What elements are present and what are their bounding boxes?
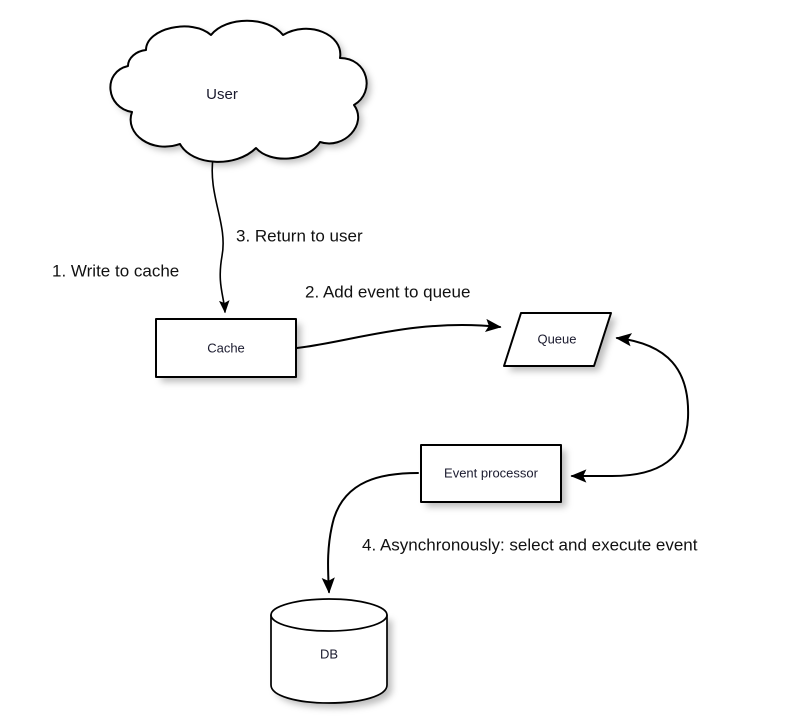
- event-processor-shape: [420, 444, 562, 503]
- edge-event-processor-to-db: [321, 472, 419, 594]
- edge-user-to-cache: [211, 157, 230, 314]
- node-cache-label: Cache: [207, 340, 245, 355]
- node-user[interactable]: User: [109, 19, 368, 163]
- queue-shape: [503, 312, 612, 367]
- db-cylinder-top: [270, 598, 388, 632]
- node-user-label: User: [206, 86, 238, 103]
- node-cache[interactable]: Cache: [155, 318, 297, 378]
- node-queue[interactable]: Queue: [503, 312, 612, 367]
- edge-queue-event-processor-loop: [570, 333, 690, 483]
- node-event-processor-label: Event processor: [444, 465, 539, 480]
- node-db-label: DB: [320, 646, 338, 661]
- step-label-3: 3. Return to user: [236, 226, 363, 245]
- cloud-shape: [109, 19, 368, 163]
- node-queue-label: Queue: [537, 331, 576, 346]
- edge-cache-to-queue: [296, 318, 502, 349]
- db-cylinder-body: [270, 614, 388, 704]
- node-event-processor[interactable]: Event processor: [420, 444, 562, 503]
- cache-shape: [155, 318, 297, 378]
- step-label-2: 2. Add event to queue: [305, 282, 470, 301]
- node-db[interactable]: DB: [270, 598, 388, 704]
- step-label-4: 4. Asynchronously: select and execute ev…: [362, 535, 698, 554]
- step-label-1: 1. Write to cache: [52, 261, 179, 280]
